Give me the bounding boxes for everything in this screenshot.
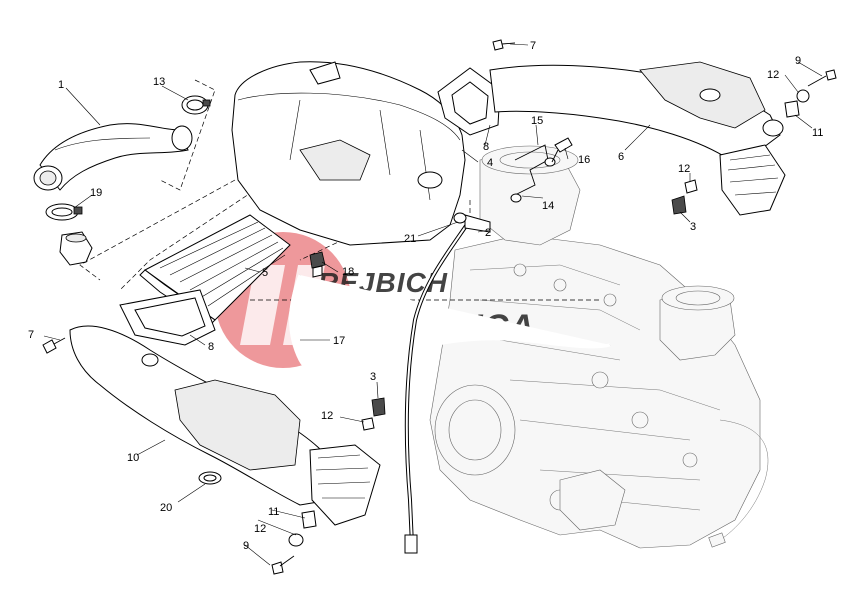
fitting-part-18 <box>309 251 326 278</box>
bolt-part-9-lower <box>271 555 295 575</box>
callout-1: 1 <box>58 79 64 91</box>
intake-duct-part-10 <box>69 325 381 526</box>
callout-12-middle: 12 <box>321 410 333 422</box>
intake-duct-part-6 <box>489 61 786 216</box>
engine-block <box>429 145 769 549</box>
spacer-part-11-upper <box>784 100 800 118</box>
spacer-part-11-lower <box>301 510 317 529</box>
callout-9-upper: 9 <box>795 55 801 67</box>
clamp-part-21 <box>453 212 467 224</box>
screw-part-16 <box>551 137 573 163</box>
callout-12-right: 12 <box>678 163 690 175</box>
callout-labels: 1 2 3 3 4 5 6 7 7 8 8 9 9 10 11 11 12 12… <box>28 40 823 552</box>
callout-6: 6 <box>618 151 624 163</box>
hose-clamp-part-13 <box>181 95 211 115</box>
bracket-part-15 <box>514 144 549 196</box>
callout-14: 14 <box>542 200 554 212</box>
callout-11-lower: 11 <box>268 506 279 518</box>
callout-13: 13 <box>153 76 165 88</box>
callout-17: 17 <box>333 335 345 347</box>
screw-part-12-middle <box>361 417 375 431</box>
callout-8-lower: 8 <box>208 341 214 353</box>
callout-15: 15 <box>531 115 543 127</box>
clip-part-3-lower <box>371 397 386 417</box>
callout-18: 18 <box>342 266 354 278</box>
bolt-part-9-upper <box>807 69 837 87</box>
callout-8-upper: 8 <box>483 141 489 153</box>
leader-lines <box>43 43 823 566</box>
callout-16: 16 <box>578 154 590 166</box>
gasket-part-8-upper <box>437 67 501 136</box>
hose-fitting <box>59 231 93 266</box>
callout-7-upper: 7 <box>530 40 536 52</box>
callout-5: 5 <box>262 267 268 279</box>
breather-hose-part-17 <box>289 274 611 375</box>
breather-hose-part-2 <box>404 214 491 554</box>
gasket-part-8-lower <box>119 289 216 346</box>
callout-3-lower: 3 <box>370 371 376 383</box>
washer-part-12-lower <box>288 533 304 547</box>
clamp-part-20 <box>198 471 222 485</box>
screw-part-12-right <box>684 179 698 194</box>
callout-2: 2 <box>485 227 491 239</box>
callout-12-lower: 12 <box>254 523 266 535</box>
callout-4: 4 <box>487 157 493 169</box>
callout-7-lower: 7 <box>28 329 34 341</box>
callout-19: 19 <box>90 187 102 199</box>
callout-3-upper: 3 <box>690 221 696 233</box>
clip-part-3-upper <box>671 195 687 215</box>
callout-12-upper-right: 12 <box>767 69 779 81</box>
callout-9-lower: 9 <box>243 540 249 552</box>
intake-hose-part-1 <box>33 123 193 191</box>
callout-20: 20 <box>160 502 172 514</box>
bolt-part-7-lower <box>42 337 66 354</box>
callout-11-upper: 11 <box>812 127 823 139</box>
bolt-part-7-upper <box>492 39 516 51</box>
callout-21: 21 <box>404 233 416 245</box>
washer-part-12-upper <box>796 89 810 103</box>
hose-clamp-part-19 <box>45 203 83 221</box>
callout-10: 10 <box>127 452 139 464</box>
airbox-part-4 <box>231 61 466 246</box>
